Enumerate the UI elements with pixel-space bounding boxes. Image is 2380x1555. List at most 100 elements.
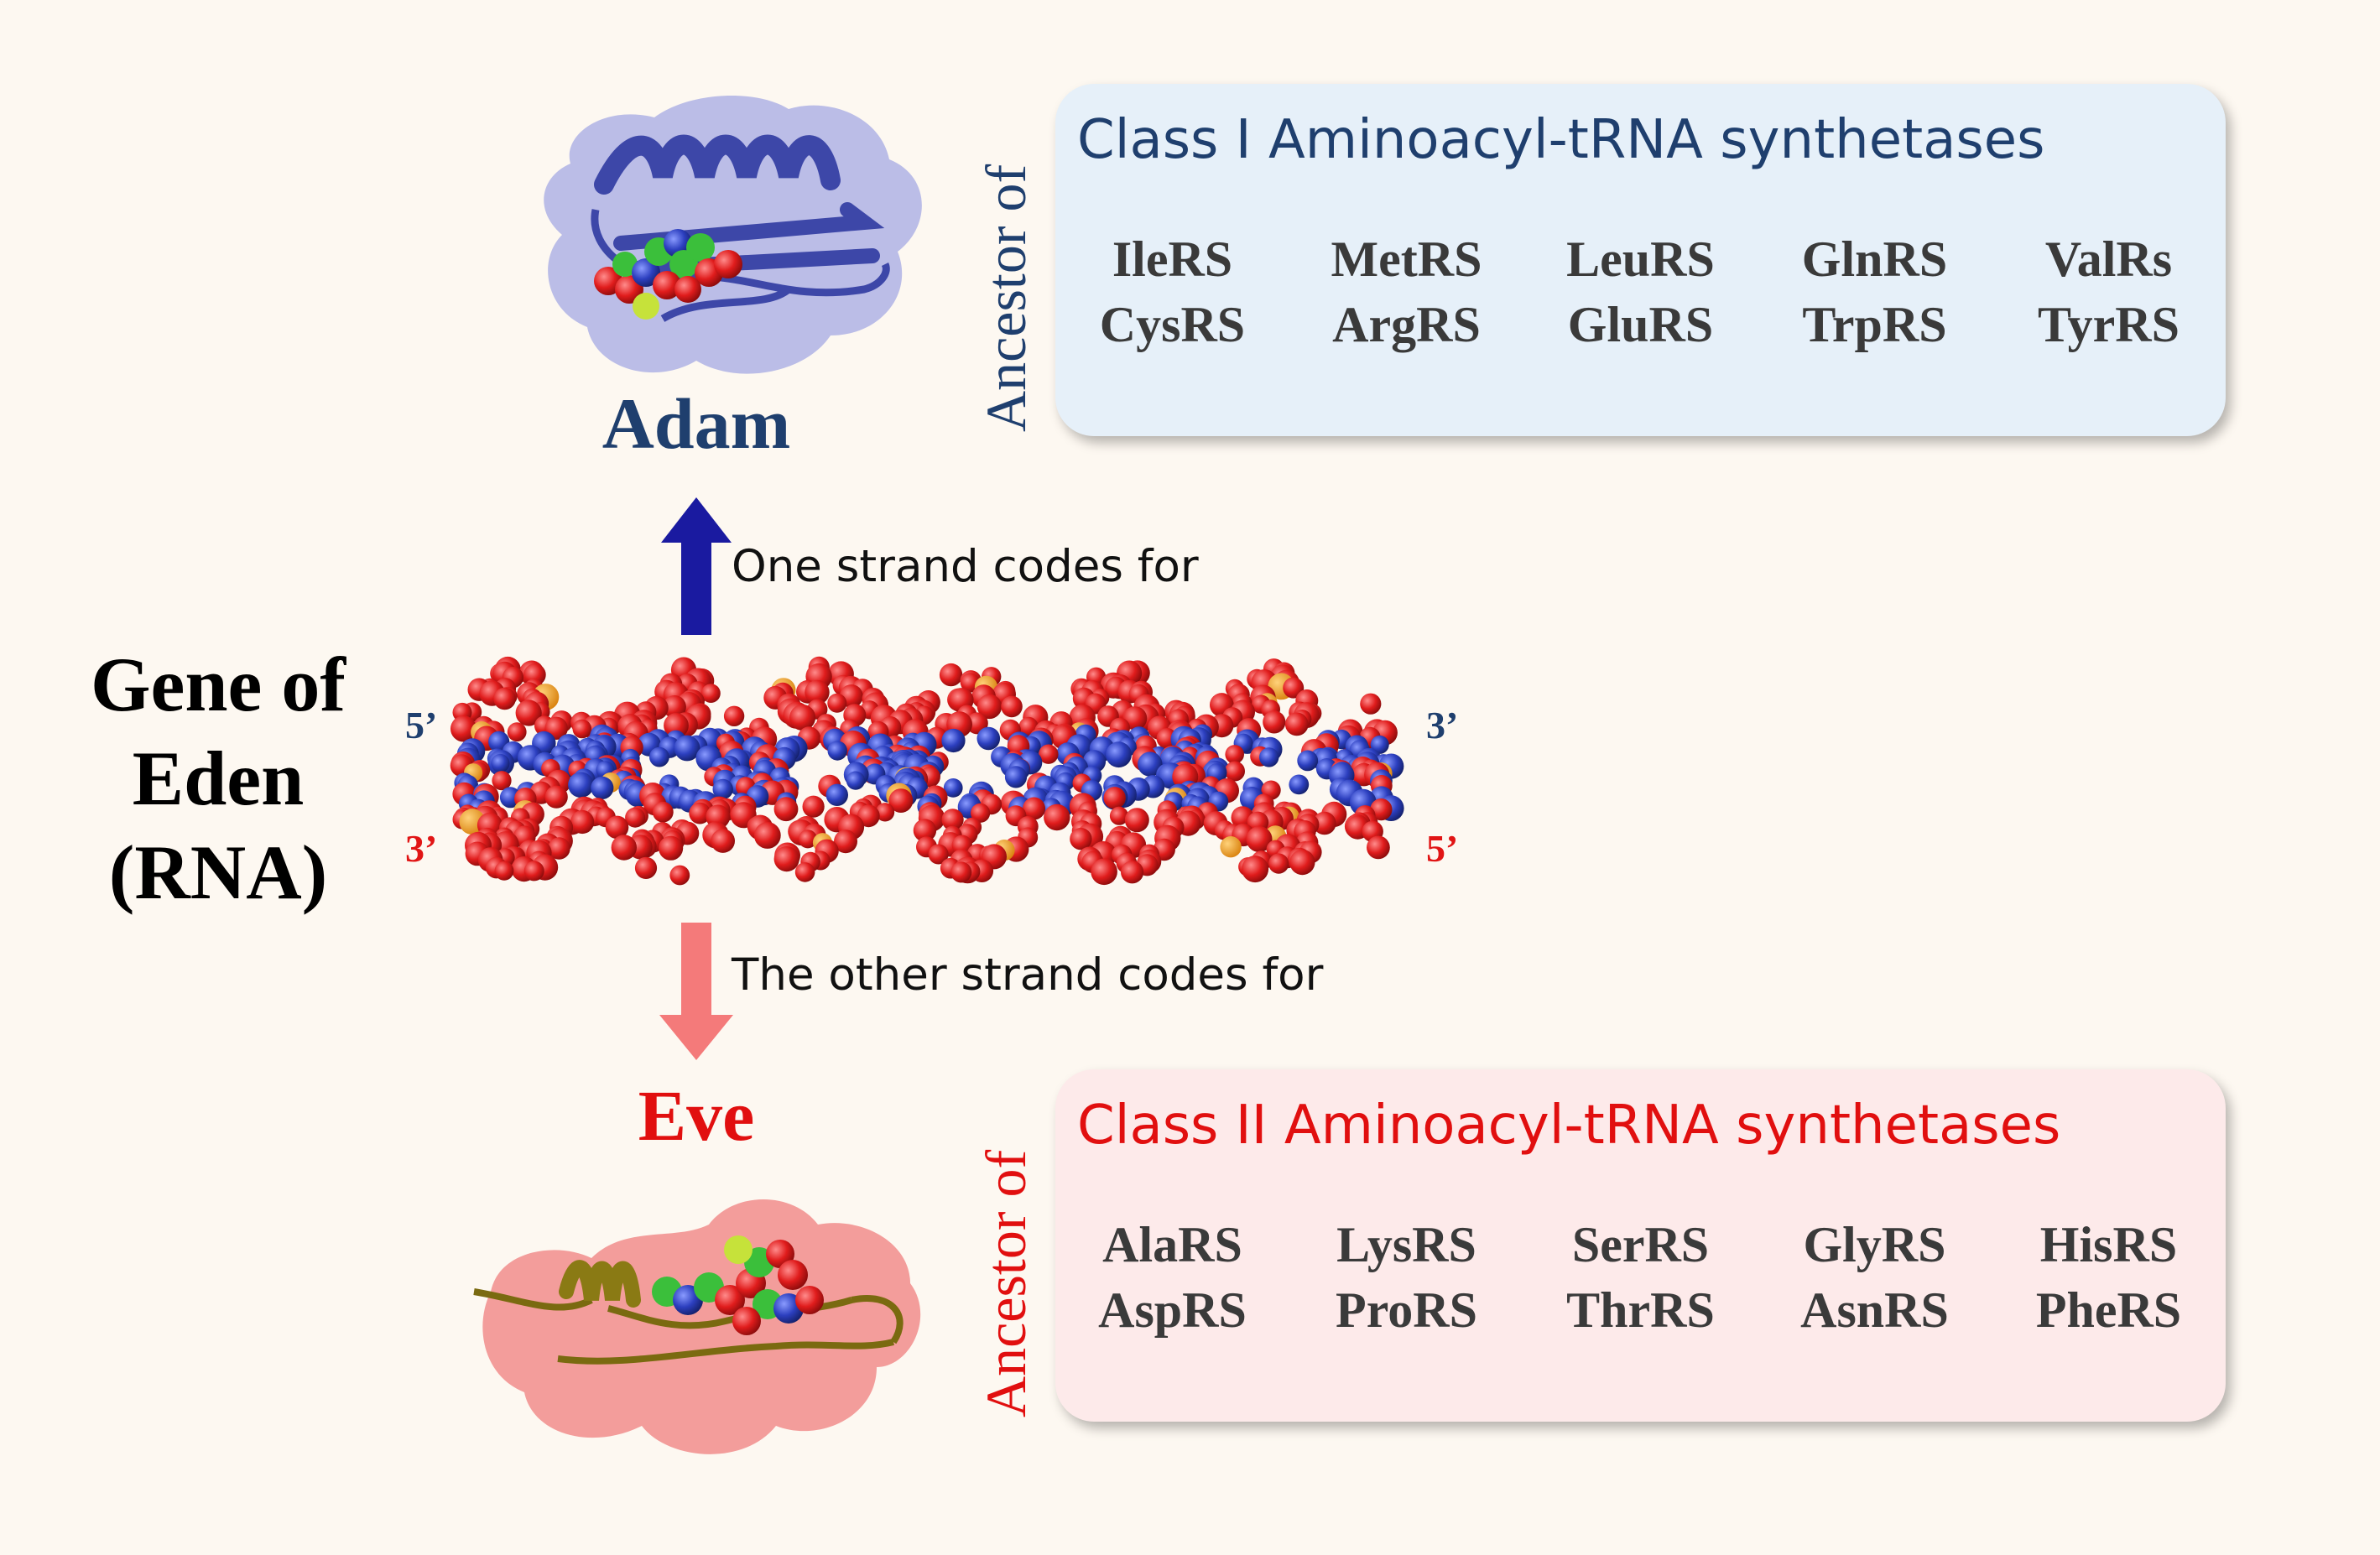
enzyme-label: LysRS: [1336, 1217, 1476, 1272]
rna-atom: [913, 819, 937, 842]
rna-atom: [659, 835, 684, 861]
rna-atom: [605, 815, 629, 840]
rna-atom: [507, 722, 527, 742]
rna-atom: [1289, 850, 1315, 876]
class2-title: Class II Aminoacyl-tRNA synthetases: [1077, 1095, 2061, 1157]
gene-label-line3: (RNA): [108, 830, 328, 915]
rna-atom: [976, 694, 1003, 720]
rna-atom: [1121, 861, 1144, 884]
up-arrow-caption: One strand codes for: [732, 541, 1199, 592]
rna-atom: [773, 797, 799, 822]
up-arrow-icon: [661, 497, 732, 635]
rna-atom: [664, 713, 689, 738]
class2-card: Class II Aminoacyl-tRNA synthetases AlaR…: [1055, 1069, 2226, 1422]
rna-atom: [1370, 735, 1389, 754]
rna-atom: [491, 753, 510, 773]
enzyme-label: HisRS: [2039, 1217, 2178, 1272]
rna-atom: [939, 663, 963, 687]
rna-atom: [798, 830, 817, 849]
rna-atom: [773, 846, 799, 872]
adam-label: Adam: [602, 383, 791, 464]
rna-atom: [805, 679, 830, 705]
enzyme-label: TyrRS: [2038, 297, 2179, 352]
rna-atom: [1109, 806, 1129, 825]
rna-atom: [450, 715, 477, 742]
rna-atom: [649, 746, 669, 767]
enzyme-label: ThrRS: [1566, 1282, 1715, 1338]
rna-atom: [827, 693, 847, 713]
rna-duplex-illustration: [450, 656, 1404, 886]
eve-protein-structure: [473, 1199, 921, 1454]
rna-end-bottom-left: 3’: [405, 827, 438, 870]
enzyme-label: IleRS: [1112, 231, 1233, 287]
rna-atom: [1220, 836, 1242, 858]
rna-atoms: [450, 656, 1404, 886]
gene-label-line1: Gene of: [90, 642, 346, 727]
enzyme-label: LeuRS: [1566, 231, 1715, 287]
rna-atom: [663, 695, 686, 719]
rna-atom: [723, 705, 745, 726]
rna-atom: [1263, 710, 1286, 734]
enzyme-label: AsnRS: [1800, 1282, 1949, 1338]
rna-atom: [802, 795, 825, 818]
enzyme-label: ProRS: [1336, 1282, 1477, 1338]
rna-atom: [794, 862, 815, 882]
rna-atom: [1360, 693, 1382, 715]
rna-atom: [1284, 712, 1309, 736]
rna-atom: [1070, 828, 1092, 850]
rna-atom: [1297, 750, 1319, 772]
rna-atom: [941, 728, 966, 753]
rna-atom: [1225, 761, 1245, 782]
enzyme-label: CysRS: [1099, 297, 1246, 352]
rna-atom: [674, 735, 700, 762]
rna-atom: [789, 705, 816, 731]
rna-atom: [846, 771, 865, 790]
rna-atom: [568, 772, 594, 798]
rna-atom: [941, 809, 964, 831]
rna-atom: [1023, 797, 1045, 820]
rna-atom: [652, 801, 674, 823]
enzyme-label: ValRs: [2044, 231, 2173, 287]
rna-atom: [950, 861, 972, 883]
class1-enzyme-grid: IleRS MetRS LeuRS GlnRS ValRs CysRS ArgR…: [1055, 226, 2226, 357]
rna-atom: [689, 802, 711, 824]
rna-atom: [493, 687, 516, 710]
rna-atom: [1367, 835, 1390, 860]
rna-atom: [570, 809, 595, 835]
rna-end-top-right: 3’: [1426, 704, 1459, 746]
class2-enzyme-grid: AlaRS LysRS SerRS GlyRS HisRS AspRS ProR…: [1055, 1212, 2226, 1343]
rna-atom: [1004, 766, 1028, 788]
rna-atom: [611, 835, 637, 861]
rna-atom: [1313, 811, 1336, 835]
rna-atom: [1044, 804, 1070, 831]
enzyme-label: GlyRS: [1803, 1217, 1946, 1272]
rna-atom: [875, 803, 895, 822]
rna-atom: [515, 699, 542, 726]
rna-atom: [1001, 695, 1023, 718]
rna-atom: [492, 771, 512, 791]
rna-atom: [591, 776, 614, 799]
class1-card: Class I Aminoacyl-tRNA synthetases IleRS…: [1055, 84, 2226, 436]
enzyme-label: GluRS: [1567, 297, 1714, 352]
rna-atom: [1138, 751, 1163, 777]
enzyme-label: TrpRS: [1802, 297, 1947, 352]
rna-end-bottom-right: 5’: [1426, 827, 1459, 870]
rna-end-top-left: 5’: [405, 704, 438, 746]
rna-atom: [943, 778, 963, 798]
rna-atom: [1259, 747, 1279, 767]
rna-atom: [928, 844, 949, 865]
rna-atom: [1103, 787, 1126, 809]
rna-atom: [1242, 856, 1269, 883]
rna-atom: [1268, 853, 1289, 874]
rna-atom: [712, 778, 733, 800]
enzyme-label: ArgRS: [1332, 297, 1481, 352]
down-arrow-icon: [659, 923, 733, 1060]
rna-atom: [976, 726, 1001, 751]
rna-atom: [523, 861, 544, 882]
enzyme-label: PheRS: [2035, 1282, 2182, 1338]
rna-atom: [834, 830, 857, 854]
down-arrow-caption: The other strand codes for: [732, 949, 1324, 1001]
rna-atom: [701, 684, 721, 703]
enzyme-label: AlaRS: [1102, 1217, 1242, 1272]
rna-atom: [1106, 741, 1132, 768]
